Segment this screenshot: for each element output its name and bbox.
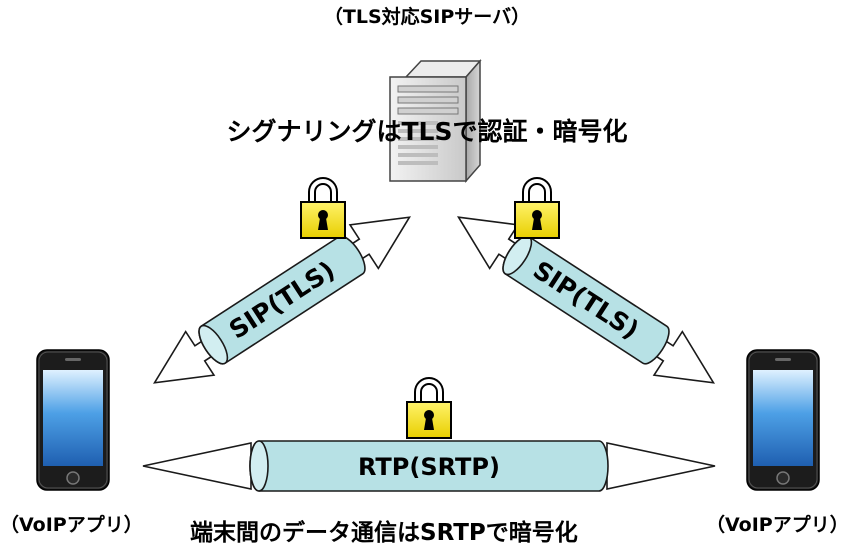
phone-left-label: （VoIPアプリ） xyxy=(0,514,143,536)
tube-shape xyxy=(198,235,366,365)
sip-link-right: SIP(TLS) xyxy=(456,216,716,384)
phone-right-label: （VoIPアプリ） xyxy=(706,514,849,536)
padlock-icon xyxy=(406,377,452,439)
tube-shape xyxy=(502,235,670,365)
rtp-label: RTP(SRTP) xyxy=(358,453,500,481)
smartphone-icon xyxy=(36,349,110,491)
server-label: （TLS対応SIPサーバ） xyxy=(323,6,531,28)
data-communication-caption: 端末間のデータ通信はSRTPで暗号化 xyxy=(190,520,578,546)
smartphone-icon xyxy=(746,349,820,491)
sip-link-left: SIP(TLS) xyxy=(152,216,412,384)
signaling-caption: シグナリングはTLSで認証・暗号化 xyxy=(226,117,628,146)
tube-shape xyxy=(249,440,609,492)
padlock-icon xyxy=(514,177,560,239)
padlock-icon xyxy=(300,177,346,239)
rtp-link-bottom: RTP(SRTP) xyxy=(142,440,716,492)
server-icon xyxy=(389,59,482,183)
